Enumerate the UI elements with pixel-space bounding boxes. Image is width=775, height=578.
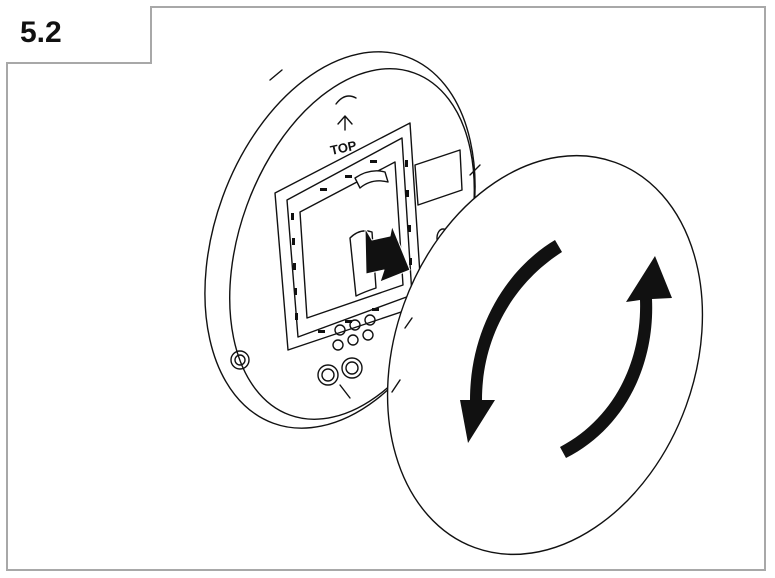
inner-module [299,161,404,319]
terminals [317,314,376,386]
top-arrow-icon [337,115,353,131]
cover-plate [386,154,704,556]
rotate-arrows-icon [460,240,672,458]
step-label: 5.2 [20,16,62,49]
step-box [6,6,152,64]
label-strip [414,149,463,206]
pull-arrow-icon [364,225,411,283]
screw-boss [230,350,250,370]
